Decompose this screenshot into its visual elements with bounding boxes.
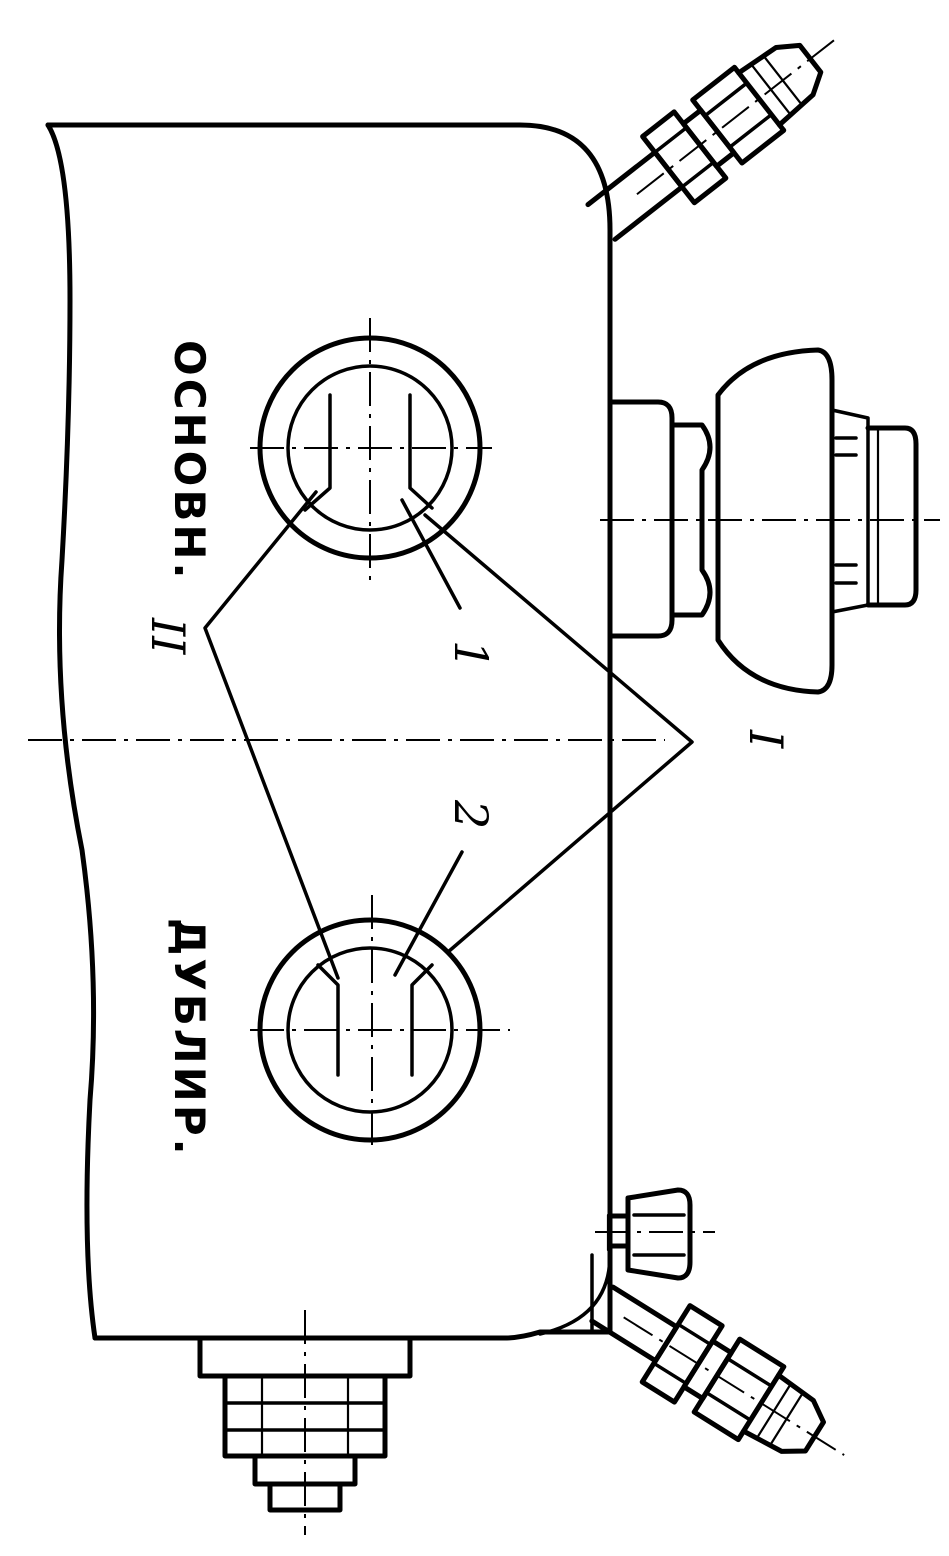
main-indicator-lamp (250, 318, 492, 580)
bottom-plug (595, 1187, 715, 1281)
callout-1: 1 (444, 640, 498, 669)
top-fitting (585, 39, 835, 242)
housing-body (45, 122, 613, 1341)
dup-indicator-lamp (250, 895, 510, 1152)
callout-2: 2 (444, 799, 498, 829)
main-indicator-caption: ОСНОВН. (165, 340, 214, 582)
terminal-nut (197, 1310, 413, 1535)
dome-connector (600, 347, 940, 695)
callout-ii: II (141, 617, 195, 655)
callout-i: I (739, 729, 793, 749)
leader-lines (203, 490, 694, 980)
dup-indicator-caption: ДУБЛИР. (165, 918, 214, 1158)
bottom-fitting (589, 1284, 845, 1456)
